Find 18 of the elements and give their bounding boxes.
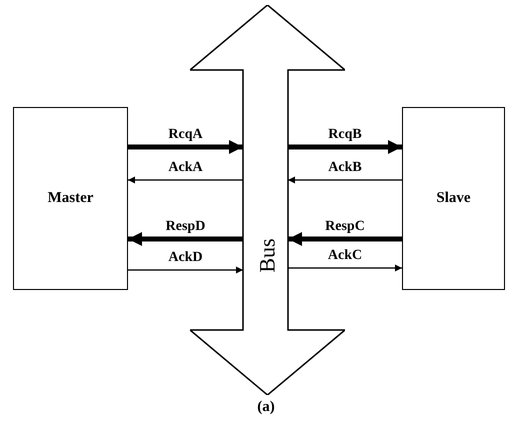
bus-label: Bus	[254, 238, 281, 272]
caption: (a)	[257, 400, 275, 415]
signal-arrow	[128, 140, 243, 154]
module-box	[13, 107, 128, 290]
signal-arrow	[128, 266, 243, 274]
edge-label: RespC	[324, 220, 366, 234]
signal-arrow	[288, 232, 402, 246]
edge-label: RcqB	[327, 128, 363, 142]
edge-label: RcqA	[167, 128, 204, 142]
signal-arrow	[288, 140, 402, 154]
module-box	[402, 107, 505, 290]
signal-arrow	[288, 176, 402, 184]
signal-arrow	[128, 232, 243, 246]
module-label: Master	[48, 189, 94, 208]
signal-arrow	[288, 264, 402, 272]
signal-arrow	[128, 176, 243, 184]
edge-label: RespD	[164, 220, 206, 234]
module-label: Slave	[436, 189, 471, 208]
